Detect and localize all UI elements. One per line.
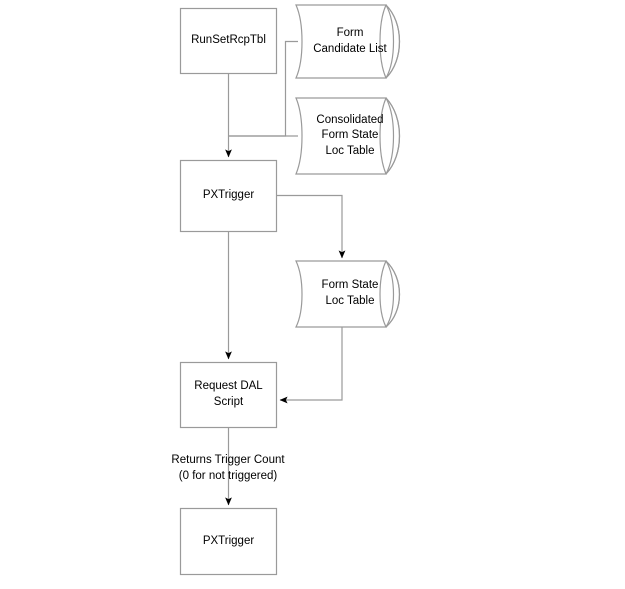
form-candidate-list-cap-outer	[385, 4, 401, 79]
node-form-state-loc-table[interactable]	[295, 260, 387, 328]
connector-form-state-loc-table-to-request-dal-script	[279, 327, 343, 404]
form-state-loc-table-cap-outer	[385, 260, 401, 328]
edge-label-returns-trigger-count: Returns Trigger Count (0 for not trigger…	[171, 454, 285, 482]
connectors-group	[225, 40, 346, 506]
nodes-group	[179, 4, 401, 576]
node-form-candidate-list[interactable]	[295, 4, 387, 79]
node-px-trigger-bottom[interactable]	[179, 507, 278, 576]
node-request-dal-script[interactable]	[179, 361, 278, 429]
consolidated-table-cap	[385, 97, 401, 175]
form-state-loc-table-cap	[385, 260, 401, 328]
consolidated-table-cap-outer	[385, 97, 401, 175]
connector-px-trigger-to-form-state-loc-table	[277, 194, 346, 259]
node-run-set-rcp-tbl[interactable]	[179, 7, 278, 75]
node-px-trigger-top[interactable]	[179, 159, 278, 233]
node-consolidated-form-state-loc-table[interactable]	[295, 97, 387, 175]
form-candidate-list-cap	[385, 4, 401, 79]
